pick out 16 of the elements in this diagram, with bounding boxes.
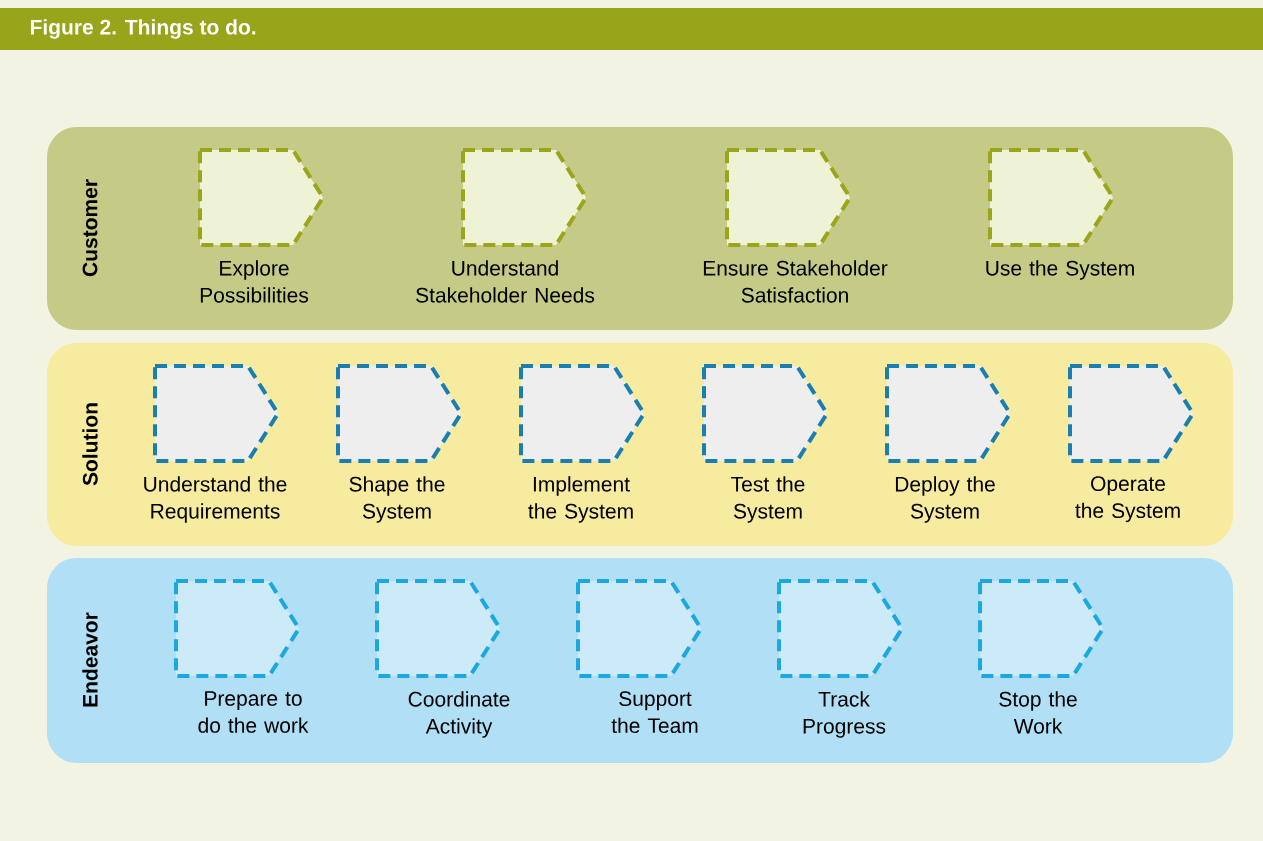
node-label: Deploy the System [895,476,995,523]
title-bar: Figure 2. Things to do. [0,8,1263,50]
node-label: Test the System [731,476,805,523]
node-label: Explore Possibilities [200,260,309,303]
node-label: Operate the System [1075,476,1180,523]
node-label: Prepare to do the work [198,691,309,733]
node-label: Stop the Work [999,691,1077,734]
node-label: Use the System [986,260,1134,280]
node-label: Implement the System [528,476,633,523]
node-label: Understand the Requirements [144,476,287,523]
node-label: Shape the System [349,476,445,523]
node-label: Ensure Stakeholder Satisfaction [703,260,888,303]
node-label: Understand Stakeholder Needs [416,260,595,303]
node-label: Support the Team [611,691,698,734]
node-label: Track Progress [803,691,886,738]
node-label: Coordinate Activity [408,691,510,738]
